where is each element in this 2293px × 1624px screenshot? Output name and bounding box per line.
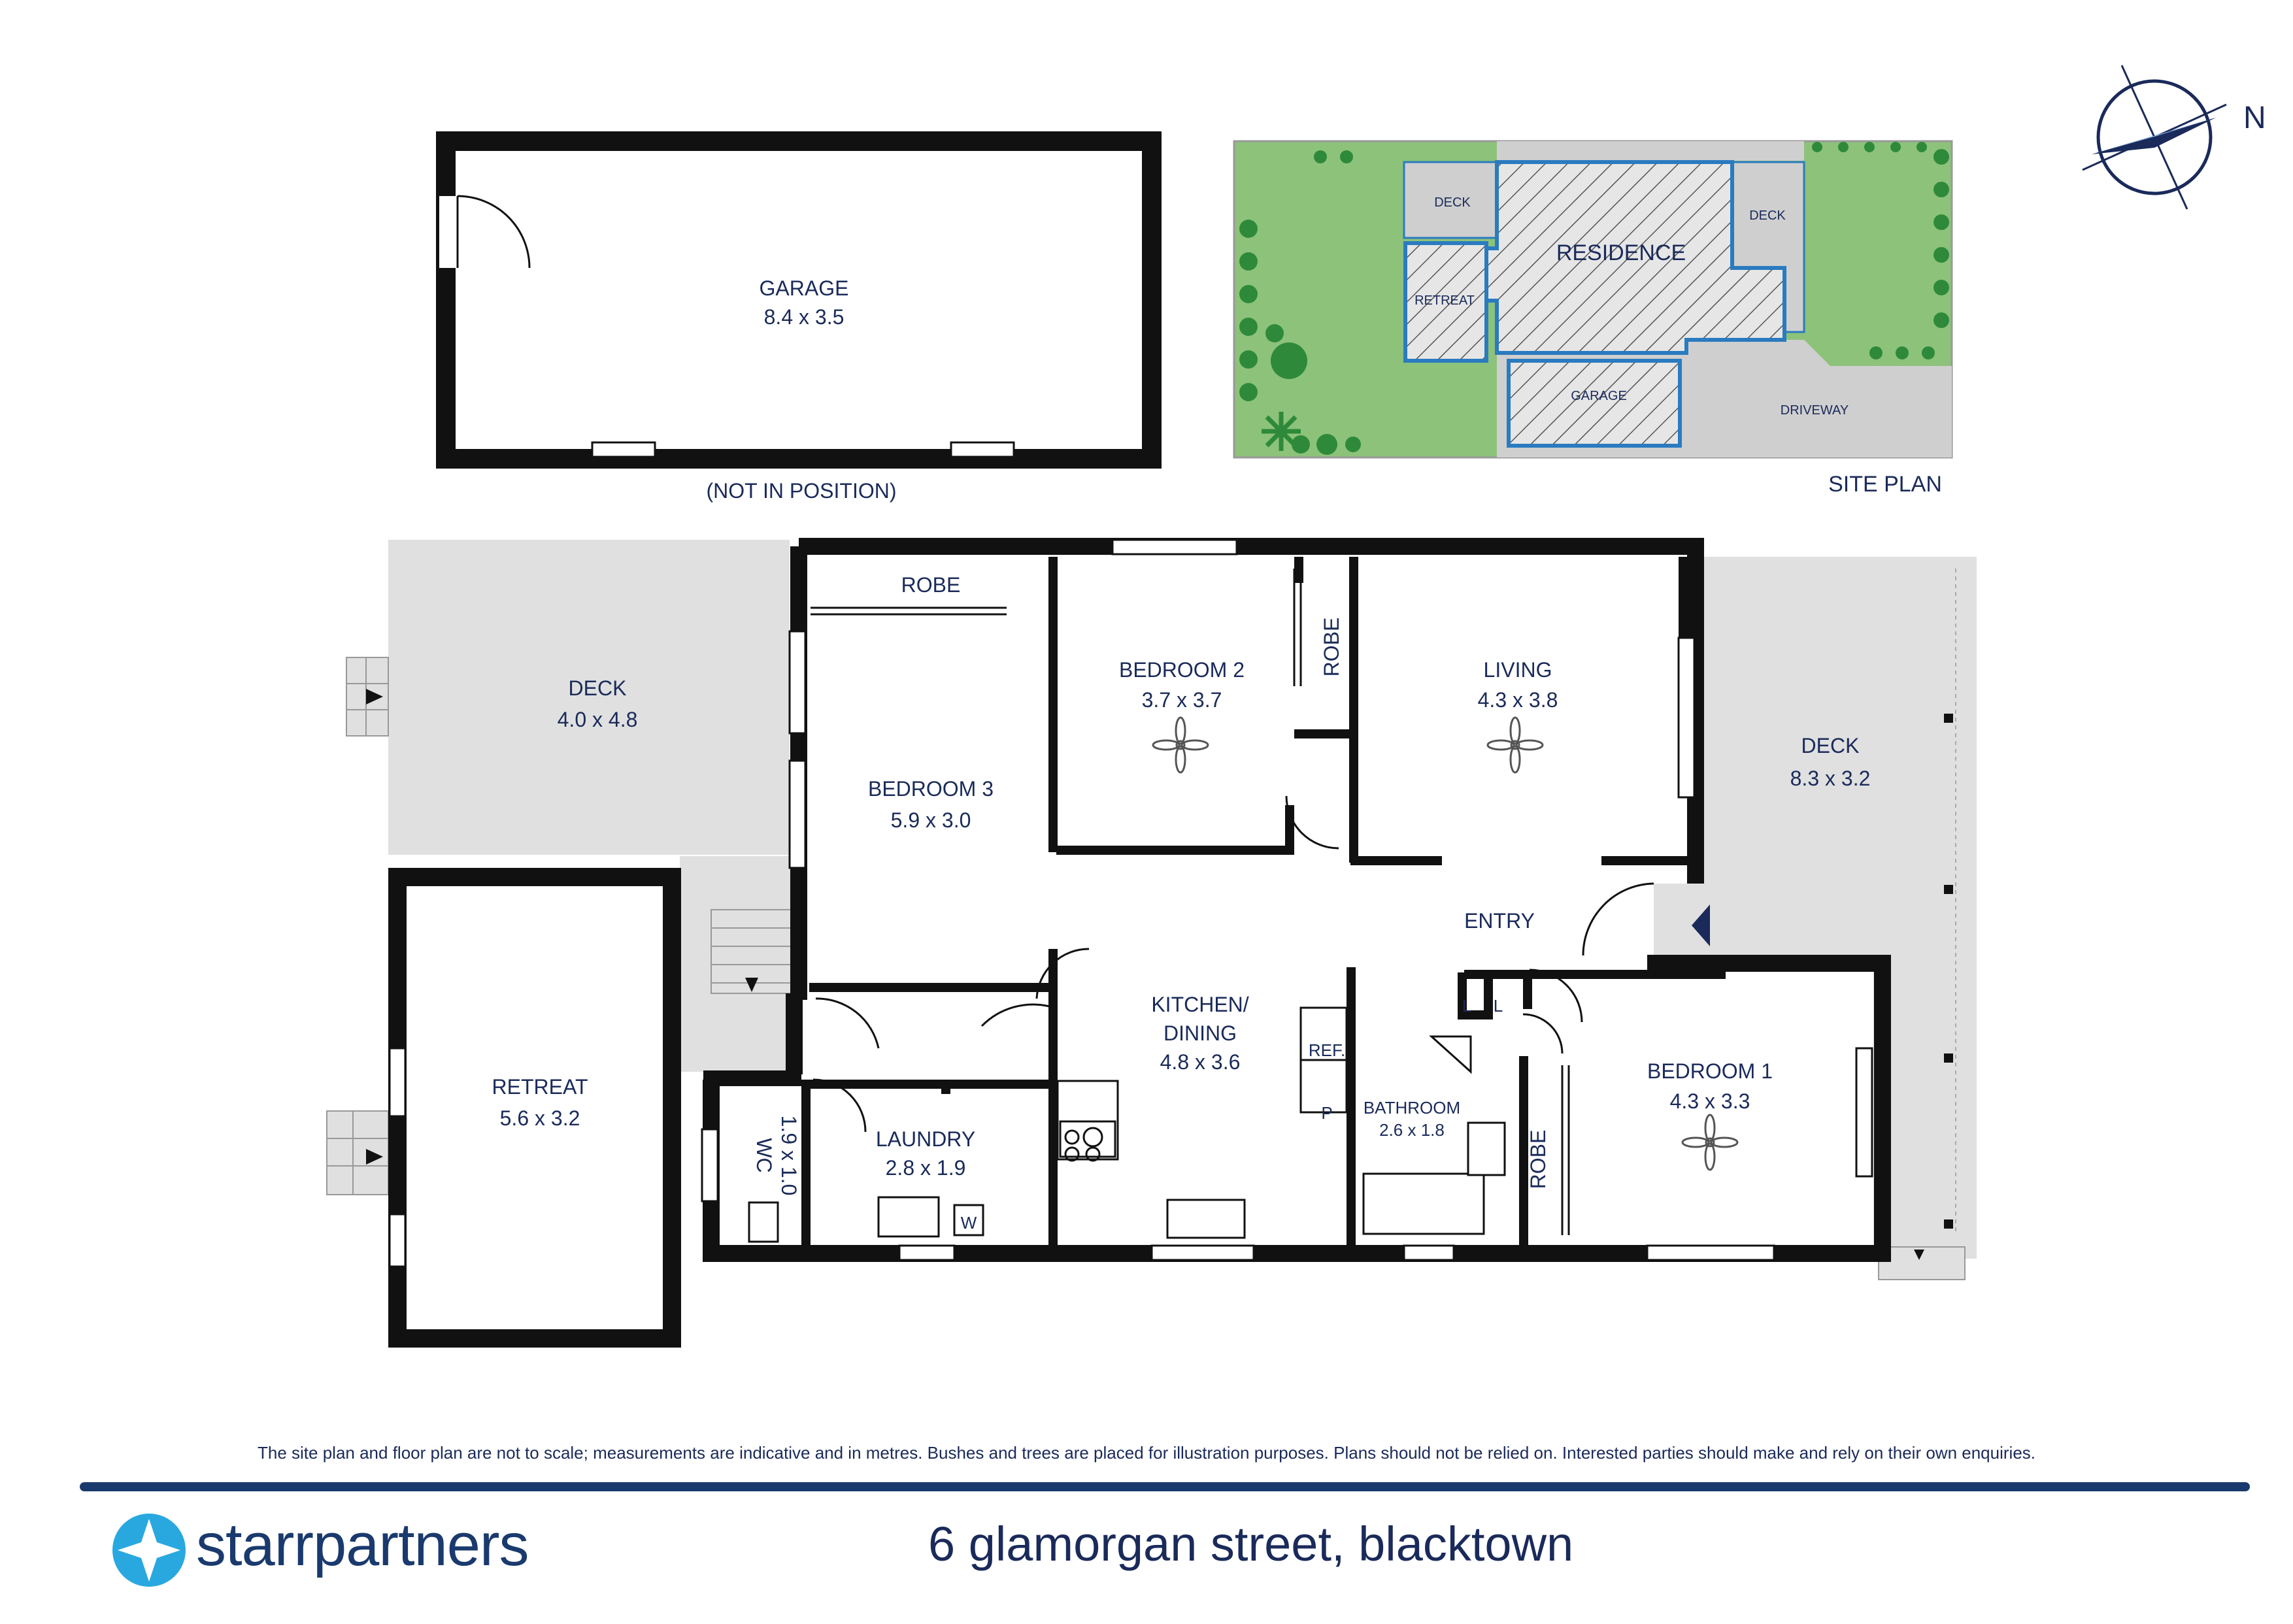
deck-west-label: DECK [569,676,627,700]
footer-divider [80,1482,2250,1491]
living-dim: 4.3 x 3.8 [1478,688,1558,712]
deck-west-dim: 4.0 x 4.8 [558,708,638,731]
deck-east-area [1654,557,1977,1259]
palm-tree-icon [1262,412,1301,451]
kitchen-dim: 4.8 x 3.6 [1160,1050,1241,1074]
site-plan-title: SITE PLAN [1828,472,1942,497]
retreat-dim: 5.6 x 3.2 [500,1106,580,1130]
retreat-label: RETREAT [492,1075,588,1099]
site-residence-label: RESIDENCE [1556,240,1686,265]
starr-partners-logo-icon [112,1514,186,1587]
bedroom3-label: BEDROOM 3 [868,777,994,801]
site-driveway-label: DRIVEWAY [1781,403,1849,418]
washer-label: W [961,1213,977,1233]
robe-bedroom3-label: ROBE [901,573,961,597]
deck-east-label: DECK [1801,734,1860,757]
garage-label: GARAGE [760,276,849,300]
bedroom1-label: BEDROOM 1 [1647,1059,1773,1083]
bathroom-dim: 2.6 x 1.8 [1379,1120,1445,1140]
garage-dim: 8.4 x 3.5 [764,305,845,329]
site-plan: DECK DECK RESIDENCE RETREAT GARAGE DRIVE… [1233,140,1953,497]
ceiling-fan-icon [1152,716,1739,1171]
main-floor-plan: DECK 4.0 x 4.8 RETREAT 5.6 x 3.2 ROBE BE… [326,538,1977,1348]
living-label: LIVING [1484,658,1552,682]
site-garage-label: GARAGE [1571,389,1627,403]
property-address: 6 glamorgan street, blacktown [928,1517,1574,1571]
site-deck-right-label: DECK [1749,208,1786,223]
linen2-label: L [1494,996,1503,1016]
laundry-label: LAUNDRY [876,1127,975,1151]
wc-label: WC [752,1138,776,1172]
site-deck-left-label: DECK [1434,195,1471,210]
entry-label: ENTRY [1464,909,1535,933]
bedroom1-dim: 4.3 x 3.3 [1670,1089,1750,1113]
brand-name: starrpartners [196,1512,529,1578]
not-in-position-note: (NOT IN POSITION) [707,479,897,503]
pantry-label: P [1321,1103,1332,1123]
deck-west-area [388,540,790,855]
deck-east-dim: 8.3 x 3.2 [1790,767,1871,790]
bedroom2-dim: 3.7 x 3.7 [1142,688,1222,712]
ref-label: REF. [1309,1040,1345,1060]
wc-dim: 1.9 x 1.0 [777,1116,801,1196]
site-retreat-label: RETREAT [1414,293,1475,308]
kitchen-label-line2: DINING [1163,1021,1237,1045]
bedroom2-label: BEDROOM 2 [1119,658,1245,682]
garage-outbuilding: GARAGE 8.4 x 3.5 (NOT IN POSITION) [436,131,1162,503]
compass-icon: N [2082,65,2266,210]
linen1-label: L [1462,996,1471,1016]
disclaimer-text: The site plan and floor plan are not to … [258,1443,2035,1463]
robe-bedroom2-label: ROBE [1320,618,1343,677]
bathroom-label: BATHROOM [1364,1098,1460,1118]
robe-bedroom1-label: ROBE [1526,1130,1550,1189]
compass-north-label: N [2243,101,2266,135]
laundry-dim: 2.8 x 1.9 [886,1156,966,1180]
bedroom3-dim: 5.9 x 3.0 [891,808,971,832]
kitchen-label: KITCHEN/ [1151,993,1248,1016]
